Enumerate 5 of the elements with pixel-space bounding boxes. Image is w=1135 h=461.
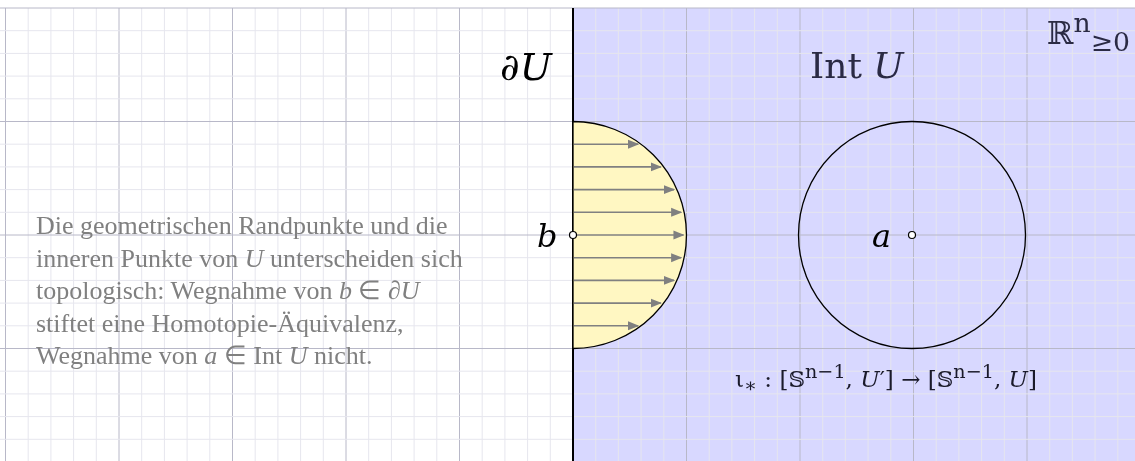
- point-label: a: [872, 220, 892, 252]
- point-label: b: [537, 220, 558, 252]
- boundary-label: ∂U: [500, 48, 552, 86]
- formula-text: ι$_{∗}$ : [𝕊$^{n−1}$, U′] → [𝕊$^{n−1}$, U]: [735, 362, 1037, 396]
- interior-label: Int U: [810, 48, 904, 84]
